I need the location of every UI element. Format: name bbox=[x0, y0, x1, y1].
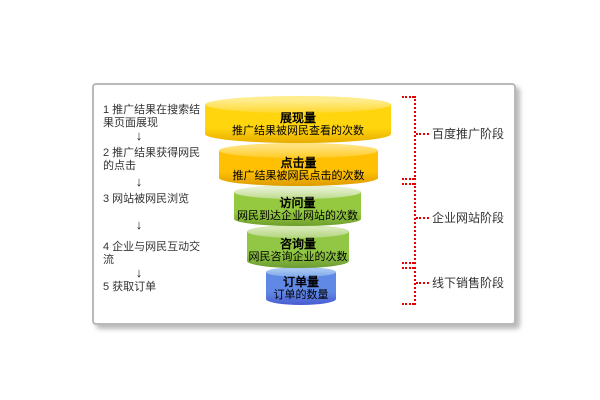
layer-text: 订单量 订单的数量 bbox=[266, 275, 336, 302]
bracket-pointer bbox=[416, 282, 429, 284]
layer-text: 访问量 网民到达企业网站的次数 bbox=[234, 196, 361, 223]
stage-bracket-baidu bbox=[400, 96, 432, 180]
step-item-1: 1 推广结果在搜索结 果页面展现 bbox=[103, 104, 225, 130]
cylinder-top bbox=[247, 225, 349, 238]
stage-label-baidu: 百度推广阶段 bbox=[432, 127, 505, 141]
funnel-layer-impressions: 展现量 推广结果被网民查看的次数 bbox=[205, 96, 391, 143]
down-arrow-icon: ↓ bbox=[135, 128, 143, 143]
layer-desc: 订单的数量 bbox=[273, 289, 329, 301]
down-arrow-icon: ↓ bbox=[135, 174, 143, 189]
cylinder-top bbox=[219, 143, 378, 158]
step-item-4: 4 企业与网民互动交 流 bbox=[103, 241, 225, 267]
layer-title: 访问量 bbox=[279, 196, 316, 210]
step-line: 4 企业与网民互动交 bbox=[103, 241, 201, 253]
layer-desc: 网民咨询企业的次数 bbox=[248, 251, 348, 263]
cylinder-body bbox=[266, 272, 336, 305]
funnel-layer-inquiries: 咨询量 网民咨询企业的次数 bbox=[247, 225, 349, 268]
bracket-line bbox=[414, 96, 416, 180]
stage-label-offline: 线下销售阶段 bbox=[432, 276, 505, 290]
layer-title: 订单量 bbox=[282, 275, 319, 289]
funnel-layer-orders: 订单量 订单的数量 bbox=[266, 267, 336, 305]
step-line: 1 推广结果在搜索结 bbox=[103, 104, 201, 116]
bracket-cap bbox=[402, 96, 414, 98]
step-line: 2 推广结果获得网民 bbox=[103, 147, 201, 159]
funnel-layer-visits: 访问量 网民到达企业网站的次数 bbox=[234, 185, 361, 226]
stage-label-website: 企业网站阶段 bbox=[432, 211, 505, 225]
funnel-layer-clicks: 点击量 推广结果被网民点击的次数 bbox=[219, 143, 378, 186]
step-line: 果页面展现 bbox=[103, 117, 158, 129]
bracket-cap bbox=[402, 178, 414, 180]
cylinder-top bbox=[234, 185, 361, 199]
layer-desc: 网民到达企业网站的次数 bbox=[237, 210, 358, 222]
layer-title: 咨询量 bbox=[279, 237, 316, 251]
bracket-line bbox=[414, 183, 416, 264]
down-arrow-icon: ↓ bbox=[135, 217, 143, 232]
step-item-2: 2 推广结果获得网民 的点击 bbox=[103, 147, 225, 173]
funnel-diagram-card: 1 推广结果在搜索结 果页面展现 ↓ 2 推广结果获得网民 的点击 ↓ 3 网站… bbox=[92, 83, 516, 325]
layer-title: 点击量 bbox=[280, 156, 317, 170]
layer-text: 展现量 推广结果被网民查看的次数 bbox=[205, 111, 391, 138]
down-arrow-icon: ↓ bbox=[135, 265, 143, 280]
bracket-cap bbox=[402, 267, 414, 269]
cylinder-top bbox=[205, 96, 391, 113]
step-item-3: 3 网站被网民浏览 bbox=[103, 193, 225, 206]
step-item-5: 5 获取订单 bbox=[103, 281, 225, 294]
step-line: 5 获取订单 bbox=[103, 281, 157, 293]
layer-title: 展现量 bbox=[279, 111, 316, 125]
stage-bracket-offline bbox=[400, 267, 432, 305]
bracket-pointer bbox=[416, 133, 429, 135]
cylinder-top bbox=[266, 267, 336, 277]
layer-desc: 推广结果被网民查看的次数 bbox=[232, 125, 364, 137]
bracket-line bbox=[414, 267, 416, 305]
bracket-cap bbox=[402, 262, 414, 264]
stage-bracket-website bbox=[400, 183, 432, 264]
layer-text: 点击量 推广结果被网民点击的次数 bbox=[219, 156, 378, 183]
layer-desc: 推广结果被网民点击的次数 bbox=[232, 170, 365, 182]
step-line: 3 网站被网民浏览 bbox=[103, 193, 190, 205]
bracket-cap bbox=[402, 183, 414, 185]
step-line: 流 bbox=[103, 254, 114, 266]
layer-text: 咨询量 网民咨询企业的次数 bbox=[247, 237, 349, 264]
bracket-pointer bbox=[416, 217, 429, 219]
bracket-cap bbox=[402, 303, 414, 305]
step-line: 的点击 bbox=[103, 160, 136, 172]
